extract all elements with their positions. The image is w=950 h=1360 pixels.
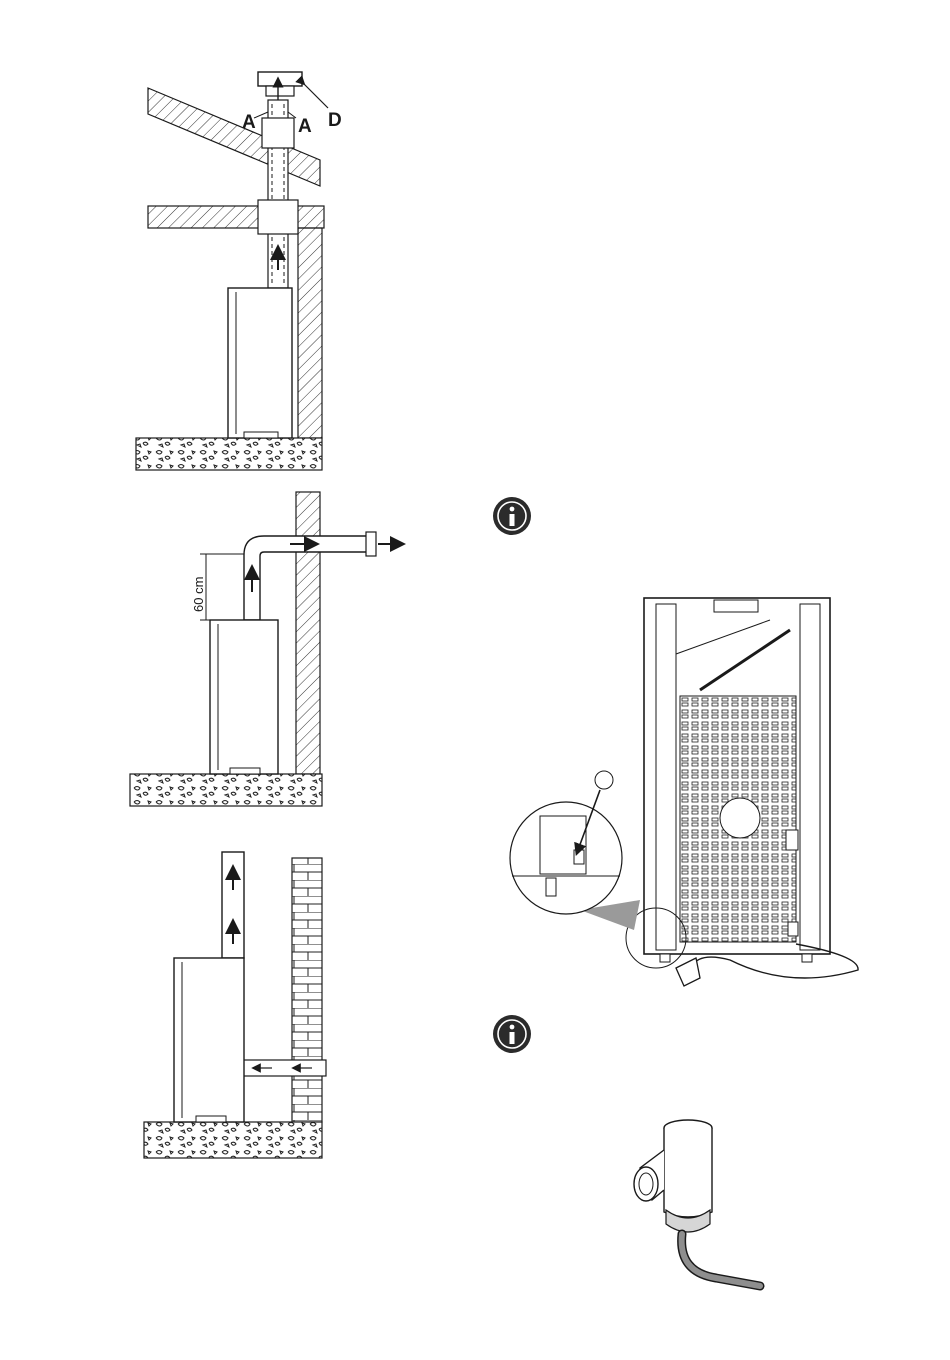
floor-gravel (144, 1122, 322, 1158)
stove-body (174, 958, 244, 1122)
t-piece-branch (634, 1167, 658, 1201)
power-switch (786, 830, 798, 850)
power-plug (676, 958, 700, 986)
dimension-60cm: 60 cm (191, 577, 206, 612)
side-wall (298, 228, 322, 438)
label-a-left: A (242, 112, 256, 133)
figure-brick-wall (144, 852, 326, 1158)
stove-body (228, 288, 292, 438)
figure-wall-outlet: 60 cm (130, 492, 398, 806)
chimney-cap (258, 72, 302, 86)
info-icon (493, 497, 531, 535)
side-wall (296, 492, 320, 774)
t-piece-drain (634, 1120, 760, 1286)
figure-roof-flue: A A D (136, 72, 342, 470)
floor-gravel (136, 438, 322, 470)
stove-body (210, 620, 278, 774)
t-piece-body (664, 1128, 712, 1217)
air-intake-duct (242, 1060, 326, 1076)
brick-wall (292, 858, 322, 1122)
stove-rear-view (510, 598, 858, 986)
label-d: D (328, 110, 342, 131)
drain-hose (682, 1234, 760, 1286)
label-a-right: A (298, 116, 312, 137)
floor-gravel (130, 774, 322, 806)
info-icon (493, 1015, 531, 1053)
